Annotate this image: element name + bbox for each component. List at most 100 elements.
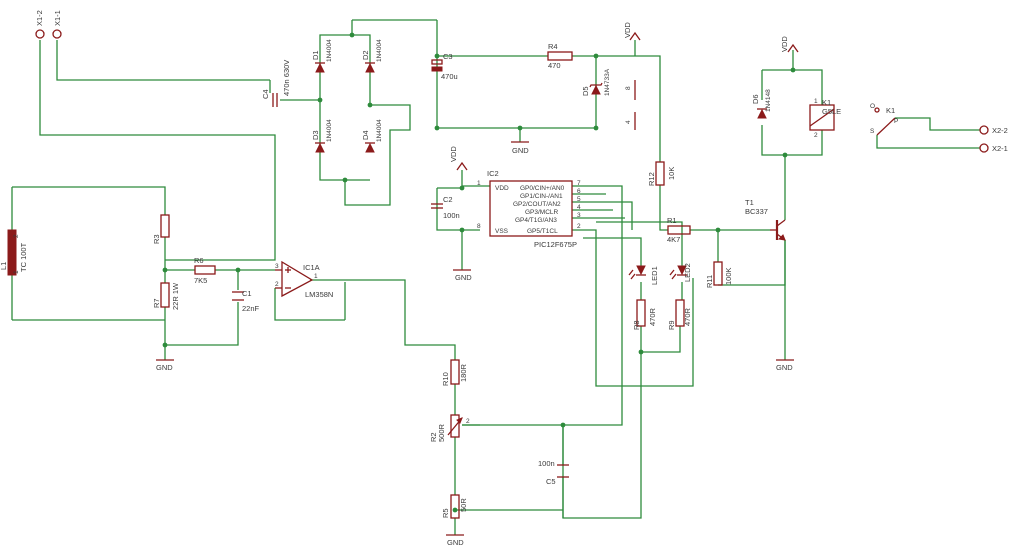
gnd-t1-label: GND (776, 363, 793, 372)
d2-value: 1N4004 (376, 39, 383, 62)
d1-diode: D1 1N4004 (311, 39, 333, 73)
r9-ref: R9 (667, 320, 676, 330)
ic2-vss-pin: VSS (495, 228, 509, 235)
ic1a-ref: IC1A (303, 263, 320, 272)
ic2-gp4-pin: GP4/T1G/AN3 (515, 217, 557, 224)
r12-value: 10K (667, 167, 676, 180)
ic2-gp5-pin: GP5/T1CL (527, 228, 558, 235)
k1-p-pin: P (894, 118, 898, 125)
c1-capacitor: C1 22nF (232, 289, 260, 313)
r6-value: 7K5 (194, 276, 207, 285)
r10-ref: R10 (441, 372, 450, 386)
ic1a-pin3: 3 (275, 263, 279, 270)
c2-capacitor: C2 100n (431, 195, 460, 220)
c5-capacitor: 100n C5 (538, 459, 569, 486)
ic2-pin8: 8 (477, 223, 481, 230)
d1-ref: D1 (311, 50, 320, 60)
ic2-pin2: 2 (577, 223, 581, 230)
ic2-pin6: 6 (577, 188, 581, 195)
d3-value: 1N4004 (326, 119, 333, 142)
r5-ref: R5 (441, 508, 450, 518)
r7-resistor: R7 22R 1W (152, 282, 180, 310)
d1-value: 1N4004 (326, 39, 333, 62)
r9-resistor: R9 470R (667, 299, 692, 330)
pin-8-label: 8 (625, 86, 632, 90)
k1-value: G5LE (822, 107, 841, 116)
ic2-value: PIC12F675P (534, 240, 577, 249)
ic2-pin1: 1 (477, 180, 481, 187)
d6-ref: D6 (751, 94, 760, 104)
c1-value: 22nF (242, 304, 260, 313)
c1-ref: C1 (242, 289, 252, 298)
d4-ref: D4 (361, 130, 370, 140)
wires (11, 19, 980, 535)
r4-value: 470 (548, 61, 561, 70)
ic2-vdd-pin: VDD (495, 185, 509, 192)
ic1a-value: LM358N (305, 290, 333, 299)
vdd-symbol-relay: VDD (780, 36, 799, 53)
gnd-symbol-t1: GND (776, 359, 794, 372)
ic1a-pin2: 2 (275, 281, 279, 288)
r2-pin2: 2 (466, 418, 470, 425)
r9-value: 470R (683, 307, 692, 326)
k1-switch-ref: K1 (886, 106, 895, 115)
d2-ref: D2 (361, 50, 370, 60)
r4-ref: R4 (548, 42, 558, 51)
d4-diode: D4 1N4004 (361, 119, 383, 153)
ic1a-opamp: IC1A LM358N 3 2 1 (275, 260, 333, 299)
r7-ref: R7 (152, 298, 161, 308)
l1-pin1: 1 (13, 270, 20, 274)
x2-1-label: X2-1 (992, 144, 1008, 153)
r11-ref: R11 (705, 275, 714, 288)
x2-2-label: X2-2 (992, 126, 1008, 135)
r1-value: 4K7 (667, 235, 680, 244)
r7-value: 22R 1W (171, 282, 180, 310)
t1-transistor: T1 BC337 (745, 198, 786, 241)
r2-potentiometer: R2 500R 2 (429, 414, 470, 442)
vdd-top-label: VDD (623, 22, 632, 38)
c4-value: 470n 630V (282, 60, 291, 96)
l1-value: TC 100T (19, 242, 28, 272)
d5-value: 1N4733A (604, 68, 611, 96)
vdd-relay-label: VDD (780, 36, 789, 52)
r8-ref: R8 (632, 320, 641, 330)
d2-diode: D2 1N4004 (361, 39, 383, 73)
k1-ref: K1 (822, 98, 831, 107)
supply-pins: 8 4 (625, 80, 636, 130)
ic2-pin7: 7 (577, 180, 581, 187)
d5-zener: D5 1N4733A (581, 68, 611, 96)
l1-ref: L1 (0, 262, 8, 270)
c4-capacitor: C4 470n 630V (261, 60, 291, 107)
c3-capacitor: C3 470u (431, 52, 458, 81)
gnd-left-label: GND (156, 363, 173, 372)
c4-ref: C4 (261, 89, 270, 99)
ic2-pin4: 4 (577, 204, 581, 211)
junctions (162, 32, 796, 513)
k1-relay-coil: K1 G5LE 1 2 (809, 98, 841, 139)
x1-connector: X1-2 X1-1 (35, 10, 62, 39)
c3-value: 470u (441, 72, 458, 81)
ic2-gp0-pin: GP0/CIN+/AN0 (520, 185, 565, 192)
t1-ref: T1 (745, 198, 754, 207)
r2-value: 500R (437, 423, 446, 442)
ic2-gp2-pin: GP2/COUT/AN2 (513, 201, 561, 208)
r5-resistor: R5 50R (441, 494, 468, 519)
vdd-symbol-ic: VDD (449, 146, 468, 171)
r12-resistor: R12 10K (647, 161, 676, 186)
l1-pin2: 2 (13, 234, 20, 238)
r8-resistor: R8 470R (632, 299, 657, 330)
led1: LED1 (628, 265, 659, 285)
x1-2-label: X1-2 (35, 10, 44, 26)
gnd-ic-label: GND (455, 273, 472, 282)
r3-ref: R3 (152, 234, 161, 244)
ic2-gp1-pin: GP1/CIN-/AN1 (520, 193, 563, 200)
r6-resistor: R6 7K5 (194, 256, 216, 285)
ic2-ref: IC2 (487, 169, 499, 178)
r5-value: 50R (459, 498, 468, 512)
k1-s-pin: S (870, 128, 875, 135)
gnd-symbol-left: GND (156, 359, 174, 372)
r1-resistor: R1 4K7 (667, 216, 691, 244)
x1-1-label: X1-1 (53, 10, 62, 26)
l1-inductor: L1 TC 100T 1 2 (0, 229, 28, 276)
r4-resistor: R4 470 (547, 42, 573, 70)
